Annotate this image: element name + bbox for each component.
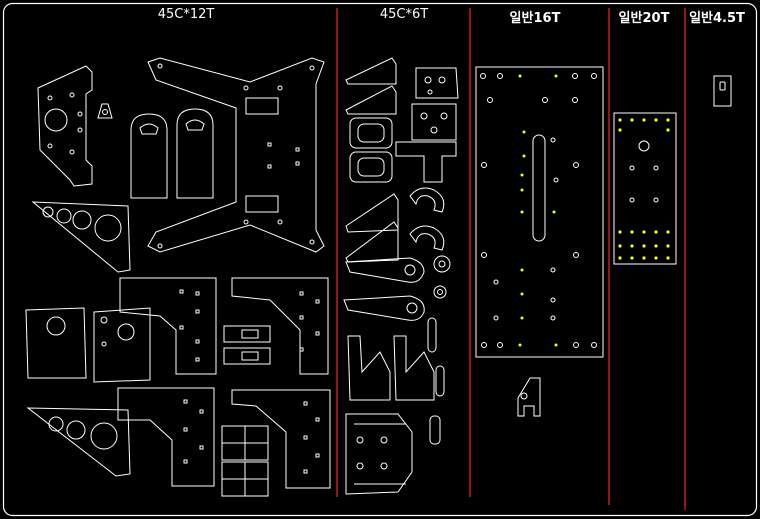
small-plate-a (25, 307, 87, 379)
arched-plate-left (130, 113, 168, 199)
base-plate-16t (475, 66, 604, 358)
column-label-45c-6t: 45C*6T (379, 7, 429, 22)
s-bracket-a (347, 335, 391, 401)
column-label-45c-12t: 45C*12T (157, 7, 215, 22)
base-plate-16t-slot (532, 134, 546, 242)
ring-plate-b (349, 151, 393, 183)
wedge-plate-d (345, 221, 399, 263)
wedge-plate-b (345, 85, 397, 115)
washer-a (433, 255, 451, 273)
small-link-b (435, 365, 445, 397)
bracket-plate-a (37, 65, 93, 187)
column-label-20t: 일반20T (618, 11, 670, 26)
base-plate-20t-center-hole (638, 140, 650, 152)
column-6t-parts (343, 57, 459, 495)
arched-plate-right (176, 108, 214, 199)
slot-plate-a (223, 325, 271, 343)
l-plate-d (231, 389, 331, 489)
t-bracket-plate (395, 141, 457, 183)
column-16t-parts (475, 66, 604, 417)
clip-plate-b (409, 225, 445, 251)
hole-plate-b (411, 103, 457, 141)
clip-plate-a (409, 187, 445, 213)
base-plate-20t (613, 112, 677, 265)
triangle-plate-a (31, 201, 131, 273)
ring-plate-a (349, 117, 393, 149)
column-20t-parts (613, 112, 677, 265)
small-link-c (429, 415, 441, 445)
column-4-5t-parts (713, 75, 732, 107)
small-gusset-16t (517, 377, 541, 417)
column-label-16t: 일반16T (509, 11, 561, 26)
slot-plate-b (223, 347, 271, 365)
bracket-plate-a-hole (44, 108, 68, 132)
s-bracket-b (393, 335, 435, 401)
washer-b (433, 285, 447, 299)
wedge-plate-a (345, 57, 397, 85)
triangle-plate-b (26, 407, 131, 477)
small-plate-b (93, 307, 151, 383)
link-arm-a (345, 257, 425, 283)
base-bracket-plate (345, 413, 413, 495)
x-frame-slot-top (245, 97, 279, 115)
wedge-plate-c (345, 193, 399, 233)
link-arm-b (343, 295, 425, 321)
column-label-4-5t: 일반4.5T (689, 11, 745, 26)
hole-plate-a (415, 67, 459, 99)
l-plate-a (119, 277, 217, 375)
small-plate-4-5t (713, 75, 732, 107)
column-12t-parts (25, 57, 331, 497)
l-plate-b (231, 277, 329, 375)
small-link-a (427, 317, 437, 353)
x-frame-plate (147, 57, 325, 253)
l-plate-c (117, 387, 215, 487)
small-keyhole-part (97, 103, 113, 119)
x-frame-slot-bottom (245, 195, 279, 213)
